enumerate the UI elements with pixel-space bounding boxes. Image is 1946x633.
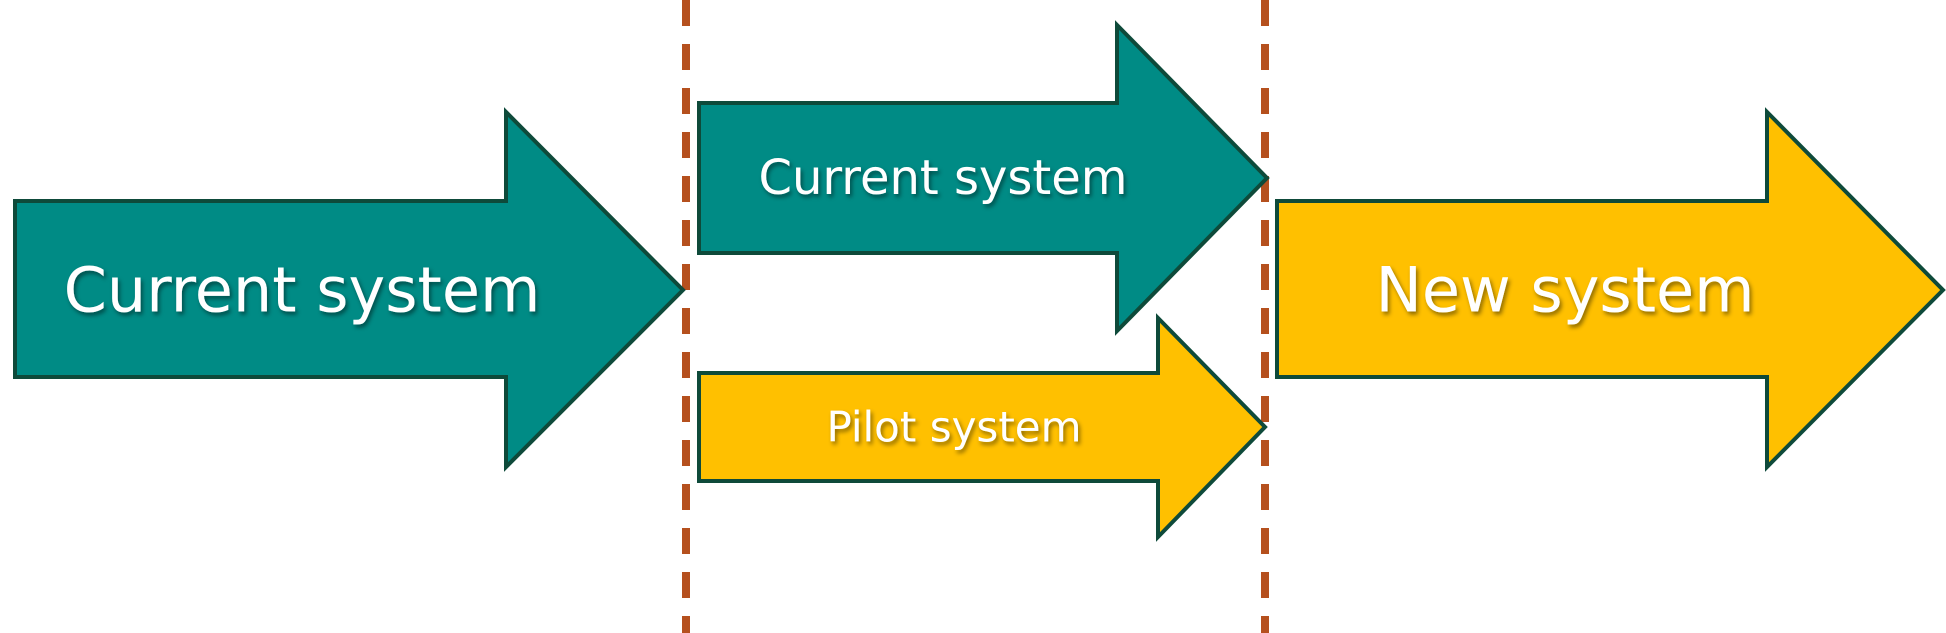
arrow-shape xyxy=(13,107,686,472)
new-system-arrow: New system xyxy=(1275,107,1946,472)
current-system-arrow-middle: Current system xyxy=(697,20,1270,336)
pilot-system-arrow: Pilot system xyxy=(697,313,1268,542)
current-system-arrow-left: Current system xyxy=(13,107,686,472)
arrow-label: New system xyxy=(1375,254,1754,327)
arrow-shape xyxy=(697,313,1268,542)
arrow-shape xyxy=(1275,107,1946,472)
arrow-label: Current system xyxy=(64,254,541,327)
arrow-label: Pilot system xyxy=(826,403,1081,452)
arrow-label: Current system xyxy=(758,150,1127,206)
arrow-shape xyxy=(697,20,1270,336)
